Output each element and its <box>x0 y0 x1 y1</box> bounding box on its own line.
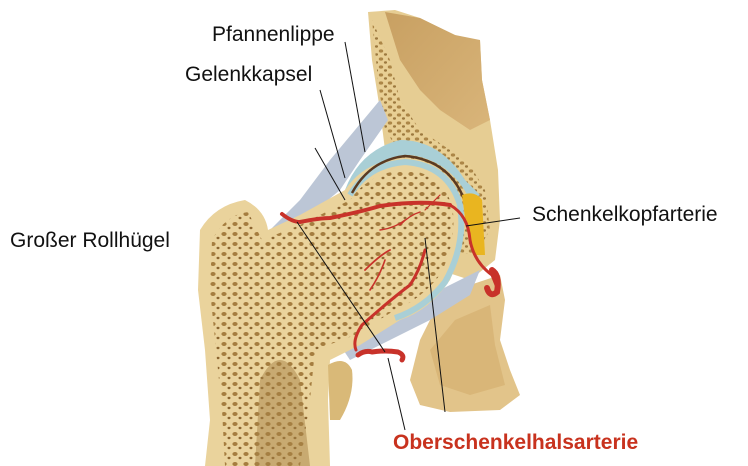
arteries <box>280 194 501 363</box>
label-schenkelkopfarterie: Schenkelkopfarterie <box>532 203 718 226</box>
label-grosser-rollhuegel: Großer Rollhügel <box>10 229 170 252</box>
lesser-trochanter <box>328 361 353 420</box>
label-gelenkkapsel: Gelenkkapsel <box>185 63 313 86</box>
femoral-head-cartilage <box>347 158 465 321</box>
label-pfannenlippe: Pfannenlippe <box>212 23 335 46</box>
leader-lines <box>296 41 521 431</box>
fat-pad <box>462 193 485 255</box>
label-oberschenkelhalsarterie: Oberschenkelhalsarterie <box>393 431 639 454</box>
femur <box>198 158 463 466</box>
acetabular-cartilage <box>345 140 480 200</box>
